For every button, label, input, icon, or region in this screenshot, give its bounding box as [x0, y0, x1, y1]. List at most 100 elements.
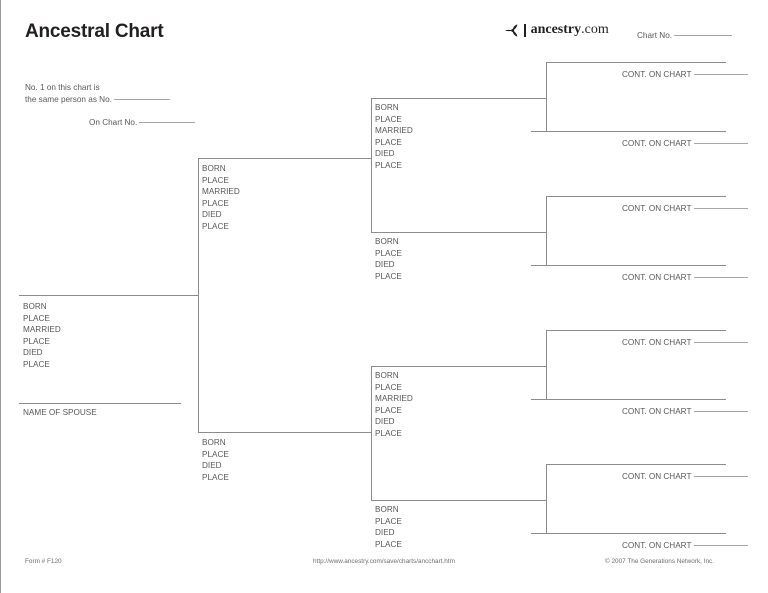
gen1-field-born: BORN	[23, 302, 47, 311]
gen4-bracket2-top-text: CONT. ON CHART	[622, 204, 692, 213]
gen3-box2-field-place2: PLACE	[375, 271, 402, 281]
gen2-lower-fields[interactable]: BORN PLACE DIED PLACE	[202, 437, 229, 483]
gen2-upper-field-died: DIED	[202, 210, 222, 220]
logo-divider-bar	[524, 23, 526, 37]
gen4-bracket4-connector	[531, 533, 547, 534]
gen3-box3-field-place2: PLACE	[375, 405, 402, 415]
gen3-lower-spine	[371, 366, 372, 500]
gen2-lower-field-place2: PLACE	[202, 472, 229, 482]
gen4-bracket2-bottom-blank-field[interactable]	[694, 277, 749, 278]
on-chart-note: On Chart No.	[89, 117, 196, 129]
chart-number-blank-field[interactable]	[674, 35, 733, 36]
gen3-box3-field-born: BORN	[375, 371, 399, 380]
gen4-bracket1-top-text: CONT. ON CHART	[622, 70, 692, 79]
gen4-bracket3-top-blank-field[interactable]	[694, 342, 749, 343]
gen3-box3-field-place3: PLACE	[375, 428, 402, 438]
gen1-field-place1: PLACE	[23, 313, 50, 323]
gen1-field-married: MARRIED	[23, 325, 61, 335]
ancestry-logo: ancestry.com	[504, 22, 609, 38]
gen1-spouse-rule	[19, 403, 181, 404]
gen3-box1-field-married: MARRIED	[375, 126, 413, 136]
on-chart-label: On Chart No.	[89, 118, 138, 127]
footer-form-number: Form # F120	[25, 558, 62, 565]
gen3-box2-field-born: BORN	[375, 237, 399, 246]
footer-copyright: © 2007 The Generations Network, Inc.	[605, 558, 715, 565]
ancestry-leaf-icon	[504, 23, 521, 38]
gen4-bracket4-bottom-label: CONT. ON CHART	[622, 541, 749, 550]
gen3-box4-field-place2: PLACE	[375, 539, 402, 549]
gen4-bracket1-connector	[531, 131, 547, 132]
gen1-top-rule	[19, 295, 181, 296]
gen4-bracket1-bottom-blank-field[interactable]	[694, 143, 749, 144]
same-person-note: No. 1 on this chart is the same person a…	[25, 82, 170, 106]
gen4-bracket1-spine	[546, 62, 547, 131]
gen4-bracket2-bottom-text: CONT. ON CHART	[622, 273, 692, 282]
on-chart-blank-field[interactable]	[139, 122, 196, 123]
gen2-upper-field-born: BORN	[202, 164, 226, 173]
gen1-to-gen2-connector	[181, 295, 199, 296]
gen4-bracket2-bottom-label: CONT. ON CHART	[622, 273, 749, 282]
gen3-box3-field-died: DIED	[375, 417, 395, 427]
gen3-upper-spine	[371, 98, 372, 232]
gen4-bracket4-bottom-blank-field[interactable]	[694, 545, 749, 546]
gen4-bracket3-bottom-rule	[546, 399, 726, 400]
gen3-box2-fields[interactable]: BORN PLACE DIED PLACE	[375, 236, 402, 282]
gen4-bracket4-top-rule	[546, 464, 726, 465]
gen2-lower-field-born: BORN	[202, 438, 226, 447]
gen3-box1-top-rule	[371, 98, 546, 99]
gen3-box1-field-place1: PLACE	[375, 114, 402, 124]
gen2-upper-field-place3: PLACE	[202, 221, 229, 231]
gen1-field-place3: PLACE	[23, 359, 50, 369]
gen4-bracket1-top-rule	[546, 62, 726, 63]
logo-word-ancestry: ancestry	[530, 22, 582, 37]
gen3-box1-fields[interactable]: BORN PLACE MARRIED PLACE DIED PLACE	[375, 102, 413, 172]
gen4-bracket4-top-blank-field[interactable]	[694, 476, 749, 477]
gen4-bracket1-top-label: CONT. ON CHART	[622, 70, 749, 79]
gen3-box1-field-place2: PLACE	[375, 137, 402, 147]
logo-wordmark: ancestry.com	[531, 22, 609, 38]
gen4-bracket2-connector	[531, 265, 547, 266]
gen4-bracket3-top-rule	[546, 330, 726, 331]
gen4-bracket3-bottom-blank-field[interactable]	[694, 411, 749, 412]
gen4-bracket2-spine	[546, 196, 547, 265]
page-title: Ancestral Chart	[25, 21, 164, 42]
gen3-box2-top-rule	[371, 232, 546, 233]
gen4-bracket3-top-text: CONT. ON CHART	[622, 338, 692, 347]
gen4-bracket4-bottom-text: CONT. ON CHART	[622, 541, 692, 550]
gen3-box4-field-place1: PLACE	[375, 516, 402, 526]
gen3-box4-top-rule	[371, 500, 546, 501]
gen3-box3-field-place1: PLACE	[375, 382, 402, 392]
same-person-line2: the same person as No.	[25, 95, 112, 104]
gen2-spine	[198, 158, 199, 433]
gen3-box1-field-place3: PLACE	[375, 160, 402, 170]
gen4-bracket3-connector	[531, 399, 547, 400]
gen3-box1-field-died: DIED	[375, 149, 395, 159]
gen4-bracket3-bottom-text: CONT. ON CHART	[622, 407, 692, 416]
gen4-bracket3-top-label: CONT. ON CHART	[622, 338, 749, 347]
gen3-box3-fields[interactable]: BORN PLACE MARRIED PLACE DIED PLACE	[375, 370, 413, 440]
gen4-bracket3-spine	[546, 330, 547, 399]
gen4-bracket2-top-label: CONT. ON CHART	[622, 204, 749, 213]
footer-url: http://www.ancestry.com/save/charts/ancc…	[313, 558, 455, 565]
gen3-box4-field-died: DIED	[375, 528, 395, 538]
gen2-upper-top-rule	[198, 158, 371, 159]
same-person-line1: No. 1 on this chart is	[25, 83, 100, 92]
gen2-upper-field-place1: PLACE	[202, 175, 229, 185]
gen2-upper-field-place2: PLACE	[202, 198, 229, 208]
gen3-box4-fields[interactable]: BORN PLACE DIED PLACE	[375, 504, 402, 550]
gen4-bracket4-top-text: CONT. ON CHART	[622, 472, 692, 481]
gen4-bracket3-bottom-label: CONT. ON CHART	[622, 407, 749, 416]
gen4-bracket1-top-blank-field[interactable]	[694, 74, 749, 75]
same-person-blank-field[interactable]	[113, 99, 170, 100]
chart-number-field: Chart No.	[637, 31, 733, 40]
gen4-bracket1-bottom-rule	[546, 131, 726, 132]
gen4-bracket4-spine	[546, 464, 547, 533]
gen4-bracket2-top-blank-field[interactable]	[694, 208, 749, 209]
gen2-upper-fields[interactable]: BORN PLACE MARRIED PLACE DIED PLACE	[202, 163, 240, 233]
gen4-bracket1-bottom-text: CONT. ON CHART	[622, 139, 692, 148]
gen1-fields[interactable]: BORN PLACE MARRIED PLACE DIED PLACE	[23, 301, 61, 371]
gen1-field-place2: PLACE	[23, 336, 50, 346]
gen3-box2-field-place1: PLACE	[375, 248, 402, 258]
gen3-box4-field-born: BORN	[375, 505, 399, 514]
